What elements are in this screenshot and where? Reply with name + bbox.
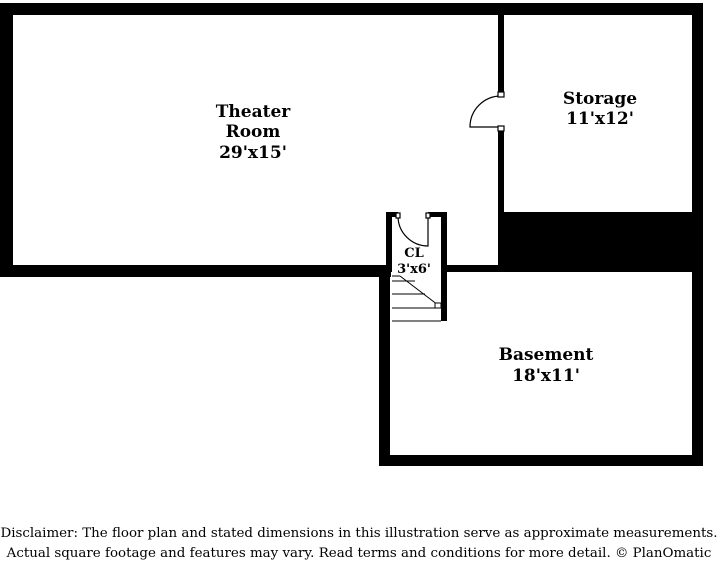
- wall-closet-right: [441, 212, 447, 272]
- door-closet: [395, 212, 431, 247]
- wall-closet-top-right: [428, 212, 447, 217]
- theater-room-name-line1: Theater: [216, 102, 292, 122]
- basement-room-name: Basement: [499, 345, 594, 365]
- wall-theater-storage-lower: [498, 130, 504, 272]
- closet-dimensions: 3'x6': [397, 262, 431, 277]
- wall-basement-bottom: [379, 455, 703, 466]
- wall-storage-bottom-block: [498, 212, 703, 272]
- walls: [0, 3, 703, 466]
- storage-room-name: Storage: [563, 89, 637, 109]
- theater-room-name-line2: Room: [226, 122, 281, 142]
- wall-closet-left: [386, 212, 392, 272]
- basement-room-dimensions: 18'x11': [512, 366, 580, 386]
- wall-top: [0, 3, 703, 15]
- wall-right-upper: [692, 3, 703, 271]
- wall-left: [0, 3, 13, 277]
- wall-theater-storage: [498, 10, 504, 96]
- door-theater-storage: [469, 91, 505, 132]
- wall-basement-right: [692, 265, 703, 466]
- disclaimer-line2: Actual square footage and features may v…: [6, 546, 712, 561]
- stairs: [392, 275, 442, 322]
- wall-basement-top: [441, 265, 703, 272]
- wall-basement-left: [379, 265, 390, 466]
- disclaimer: Disclaimer: The floor plan and stated di…: [0, 524, 718, 564]
- floor-plan: Theater Room 29'x15' Storage 11'x12' CL …: [0, 3, 703, 466]
- disclaimer-line1: Disclaimer: The floor plan and stated di…: [0, 526, 718, 541]
- wall-closet-top-left: [386, 212, 398, 217]
- theater-room-dimensions: 29'x15': [219, 143, 287, 163]
- wall-stair-right: [441, 265, 447, 321]
- wall-theater-bottom: [0, 265, 391, 277]
- storage-room-dimensions: 11'x12': [566, 109, 634, 129]
- closet-name: CL: [404, 246, 424, 261]
